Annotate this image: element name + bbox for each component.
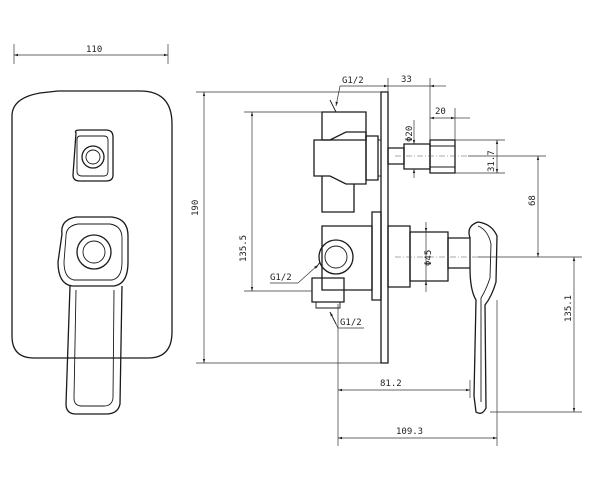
lower-valve-body — [311, 211, 382, 325]
dim-cartridge-height-label: 135.5 — [239, 235, 249, 262]
label-top-inlet-text: G1/2 — [342, 76, 364, 86]
dim-handle-height: 135.1 — [490, 256, 582, 413]
dim-top-offset-vertical: 31.7 — [455, 139, 505, 174]
side-cover-plate — [380, 91, 389, 364]
dim-top-nut-length: 20 — [430, 107, 470, 140]
dim-front-width-label: 110 — [86, 45, 102, 55]
dim-top-offset-vertical-label: 31.7 — [487, 150, 497, 172]
diverter-knob — [72, 129, 114, 182]
dim-top-offset: 33 — [366, 75, 446, 140]
dim-front-height-label: 190 — [191, 200, 201, 216]
dim-top-nut-diameter-label: Φ20 — [405, 126, 415, 142]
cover-plate — [11, 90, 173, 359]
label-bottom-outlet: G1/2 — [329, 311, 364, 329]
dim-front-width: 110 — [13, 44, 169, 64]
label-bottom-inlet: G1/2 — [270, 264, 319, 284]
side-view: 190 135.5 G1/2 G1/2 G1/2 — [191, 75, 582, 446]
front-view: 110 — [11, 44, 173, 415]
dim-top-offset-label: 33 — [401, 75, 412, 85]
dim-depth-to-handle: 81.2 — [337, 304, 471, 446]
dim-top-nut-diameter: Φ20 — [405, 120, 416, 178]
dim-handle-diameter: Φ45 — [424, 222, 434, 292]
dim-handle-height-label: 135.1 — [564, 295, 574, 322]
upper-valve-body — [313, 99, 381, 213]
label-bottom-inlet-text: G1/2 — [270, 273, 292, 283]
top-nut — [387, 139, 468, 174]
dim-front-height: 190 — [191, 91, 381, 364]
dim-total-depth: 109.3 — [338, 300, 498, 446]
dim-handle-diameter-label: Φ45 — [424, 250, 434, 266]
dim-handle-drop-label: 68 — [528, 195, 538, 206]
label-bottom-outlet-text: G1/2 — [340, 318, 362, 328]
dim-top-nut-length-label: 20 — [435, 107, 446, 117]
dim-cartridge-height: 135.5 — [239, 111, 322, 292]
lever-handle-side — [387, 221, 498, 414]
label-top-inlet: G1/2 — [335, 76, 366, 107]
dim-handle-drop: 68 — [468, 155, 546, 258]
dim-total-depth-label: 109.3 — [396, 427, 423, 437]
dim-depth-to-handle-label: 81.2 — [380, 379, 402, 389]
lever-handle-front — [57, 216, 129, 415]
